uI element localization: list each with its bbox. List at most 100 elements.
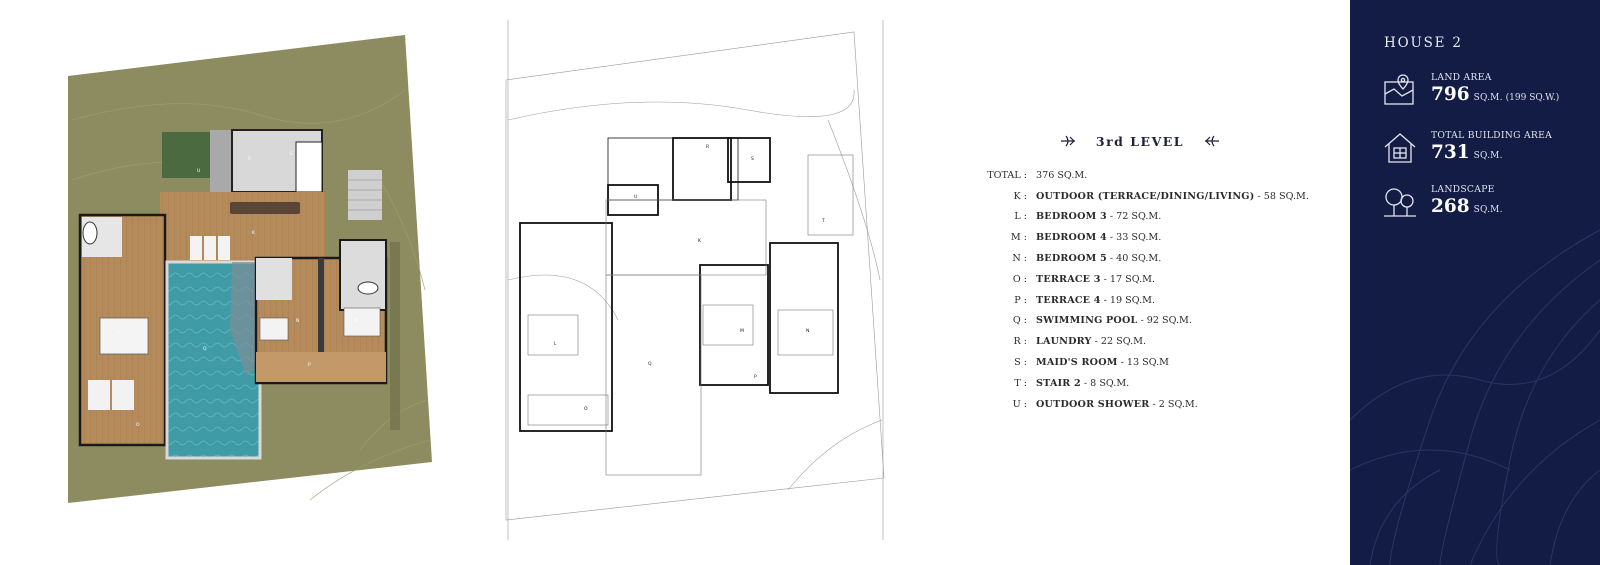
schedule-row: L : BEDROOM 3 - 72 SQ.M. [985, 207, 1315, 228]
render-room-letters: U R S K L Q N M P O [118, 151, 358, 428]
svg-text:L: L [118, 329, 121, 335]
svg-text:R: R [248, 156, 251, 162]
svg-text:P: P [308, 362, 311, 368]
stat-value: 268 [1431, 196, 1470, 217]
left-ornament-icon [1061, 135, 1076, 147]
row-area: - 92 SQ.M. [1140, 315, 1192, 327]
svg-text:O: O [136, 422, 140, 428]
stat-extra: (199 SQ.W.) [1505, 93, 1560, 103]
area-schedule: 3rd LEVEL TOTAL : 376 SQ.M. K : OUTDOOR … [985, 134, 1315, 415]
row-code: O : [1012, 273, 1027, 285]
svg-text:K: K [698, 238, 702, 244]
svg-text:Q: Q [203, 346, 207, 352]
stat-value: 796 [1431, 84, 1470, 105]
schedule-row: TOTAL : 376 SQ.M. [985, 165, 1315, 186]
svg-text:M: M [740, 328, 744, 334]
row-name: OUTDOOR SHOWER [1036, 398, 1150, 410]
stat-unit: SQ.M. [1473, 93, 1503, 103]
lot-boundary [505, 31, 885, 521]
svg-text:Q: Q [648, 361, 652, 367]
stat-unit: SQ.M. [1473, 151, 1503, 161]
svg-text:S: S [751, 156, 754, 162]
svg-text:U: U [634, 194, 637, 200]
schedule-row: S : MAID'S ROOM - 13 SQ.M [985, 352, 1315, 373]
stat-label: TOTAL BUILDING AREA [1431, 130, 1553, 141]
map-pin-icon [1384, 74, 1414, 105]
svg-text:U: U [197, 168, 200, 174]
row-code: TOTAL : [987, 169, 1027, 181]
schedule-row: K : OUTDOOR (TERRACE/DINING/LIVING) - 58… [985, 186, 1315, 207]
schedule-row: N : BEDROOM 5 - 40 SQ.M. [985, 248, 1315, 269]
row-name: BEDROOM 4 [1036, 232, 1107, 244]
row-name: STAIR 2 [1036, 377, 1081, 389]
svg-text:L: L [554, 341, 557, 347]
row-code: M : [1010, 232, 1027, 244]
svg-text:N: N [296, 318, 299, 324]
row-area: - 2 SQ.M. [1152, 398, 1198, 410]
row-code: L : [1014, 211, 1027, 223]
row-code: Q : [1012, 315, 1027, 327]
row-name: LAUNDRY [1036, 336, 1092, 348]
row-code: N : [1012, 253, 1027, 265]
row-code: P : [1014, 294, 1027, 306]
row-name: MAID'S ROOM [1036, 357, 1118, 369]
stat-unit: SQ.M. [1473, 205, 1503, 215]
schedule-rows: TOTAL : 376 SQ.M. K : OUTDOOR (TERRACE/D… [985, 165, 1315, 415]
schedule-row: T : STAIR 2 - 8 SQ.M. [985, 373, 1315, 394]
row-name: BEDROOM 5 [1036, 253, 1107, 265]
row-name: TERRACE 3 [1036, 273, 1101, 285]
row-area: - 33 SQ.M. [1109, 232, 1162, 244]
svg-text:N: N [806, 328, 809, 334]
row-area: 376 SQ.M. [1036, 169, 1088, 181]
schedule-row: M : BEDROOM 4 - 33 SQ.M. [985, 227, 1315, 248]
row-code: S : [1014, 357, 1027, 369]
svg-text:K: K [252, 230, 256, 236]
svg-text:R: R [706, 144, 709, 150]
line-floor-plan: R S U K T L M N Q P O [505, 20, 885, 540]
rendered-floor-plan: U R S K L Q N M P O [68, 35, 432, 503]
level-title: 3rd LEVEL [985, 134, 1295, 156]
row-area: - 17 SQ.M. [1103, 273, 1156, 285]
stat-label: LANDSCAPE [1431, 184, 1495, 195]
svg-text:P: P [754, 374, 757, 380]
schedule-row: Q : SWIMMING POOL - 92 SQ.M. [985, 311, 1315, 332]
stat-value: 731 [1431, 142, 1470, 163]
house-title: HOUSE 2 [1384, 35, 1463, 51]
svg-text:O: O [584, 406, 588, 412]
row-area: - 19 SQ.M. [1103, 294, 1156, 306]
schedule-row: P : TERRACE 4 - 19 SQ.M. [985, 290, 1315, 311]
row-code: R : [1013, 336, 1027, 348]
row-area: - 72 SQ.M. [1109, 211, 1162, 223]
row-code: K : [1013, 190, 1027, 202]
drawing-room-letters: R S U K T L M N Q P O [554, 144, 825, 412]
schedule-row: R : LAUNDRY - 22 SQ.M. [985, 331, 1315, 352]
svg-text:M: M [354, 318, 358, 324]
right-ornament-icon [1204, 135, 1219, 147]
row-area: - 8 SQ.M. [1083, 377, 1130, 389]
schedule-row: U : OUTDOOR SHOWER - 2 SQ.M. [985, 394, 1315, 415]
trees-icon [1384, 188, 1416, 217]
row-name: TERRACE 4 [1036, 294, 1101, 306]
schedule-row: O : TERRACE 3 - 17 SQ.M. [985, 269, 1315, 290]
row-name: OUTDOOR (TERRACE/DINING/LIVING) [1036, 190, 1255, 202]
row-code: T : [1014, 377, 1027, 389]
house-icon [1384, 133, 1416, 163]
panel-leaf-pattern [1350, 229, 1600, 565]
stat-label: LAND AREA [1431, 72, 1492, 83]
svg-text:S: S [290, 151, 293, 157]
row-area: - 13 SQ.M [1120, 357, 1169, 369]
svg-text:T: T [821, 218, 825, 224]
row-name: BEDROOM 3 [1036, 211, 1107, 223]
row-name: SWIMMING POOL [1036, 315, 1138, 327]
row-area: - 40 SQ.M. [1109, 253, 1162, 265]
row-code: U : [1012, 398, 1027, 410]
level-title-text: 3rd LEVEL [1095, 134, 1185, 149]
row-area: - 58 SQ.M. [1257, 190, 1309, 202]
